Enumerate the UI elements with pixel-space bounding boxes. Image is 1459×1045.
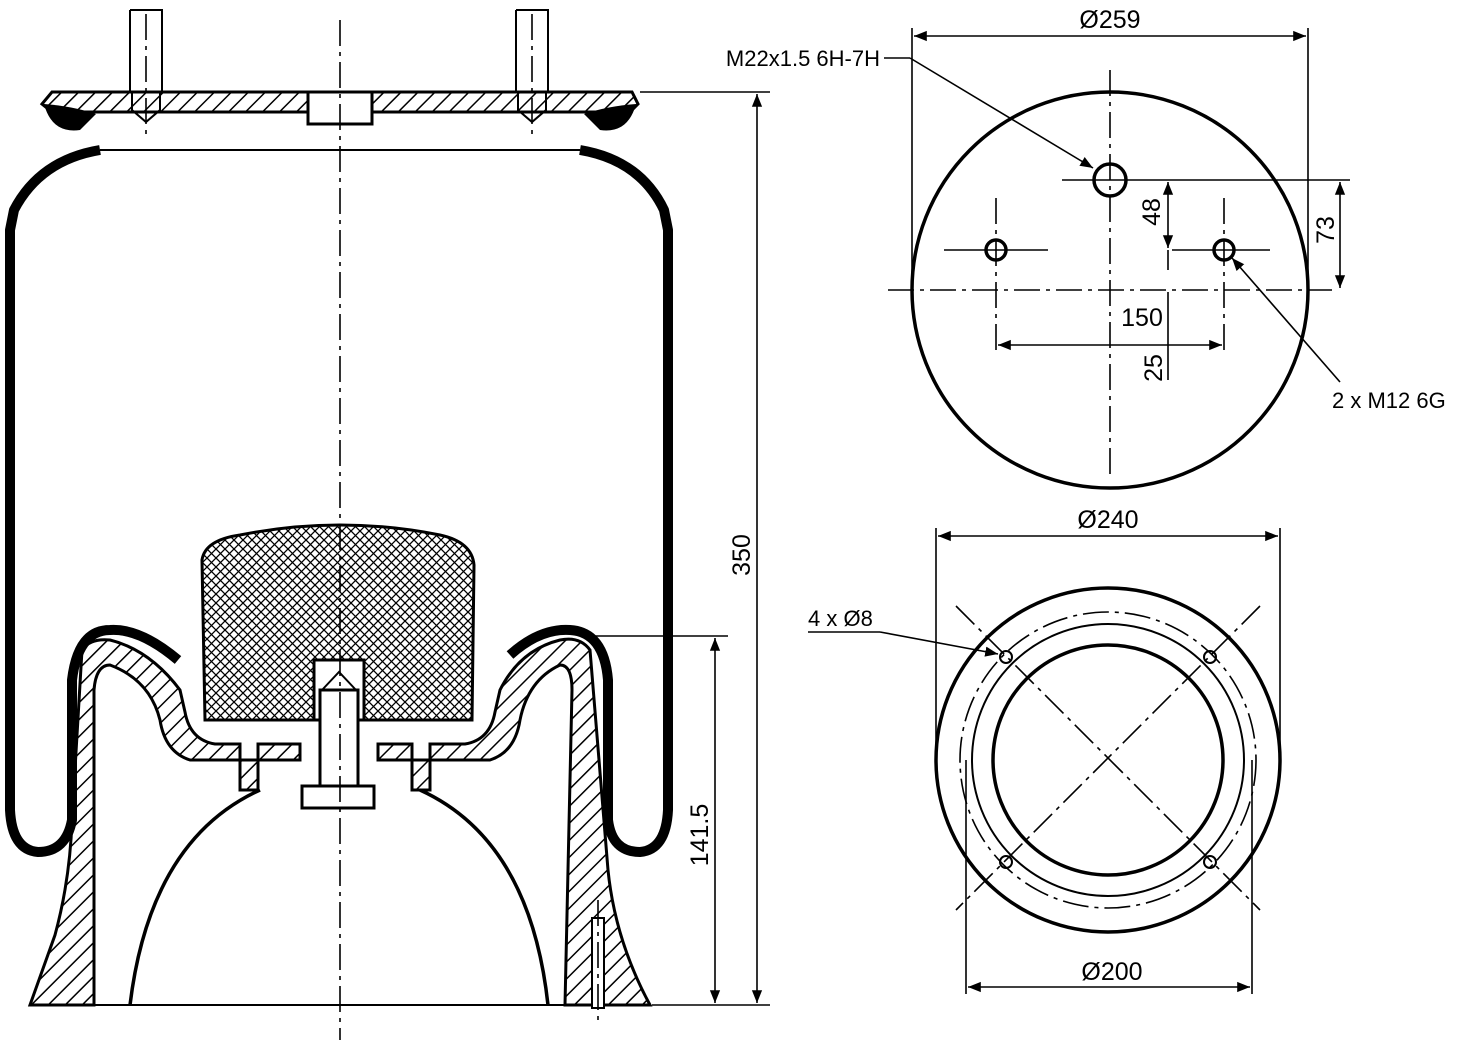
dim-piston-height-label: 141.5 [686,804,714,867]
dim-offset-25: 25 [1140,292,1169,382]
bottom-view: Ø240 Ø200 4 x Ø8 [808,506,1282,994]
dim-height-total-label: 350 [728,534,756,576]
base-mid-circle [971,623,1245,897]
side-section-view: 350 141.5 [5,9,770,1040]
callout-stud-thread: 2 x M12 6G [1231,257,1446,413]
bellow-wall [5,145,182,857]
callout-mount-holes: 4 x Ø8 [808,606,999,657]
bead-left [44,104,96,131]
dim-inner-diameter-label: Ø200 [1081,958,1142,986]
piston-section-left [27,638,302,1007]
dim-top-diameter-label: Ø259 [1079,6,1140,34]
dim-piston-height: 141.5 [595,635,728,1003]
dim-spacing-150: 150 [998,304,1222,351]
mount-hole-4 [1203,855,1217,869]
dim-outer-diameter-label: Ø240 [1077,506,1138,534]
dim-offset-73: 73 [1312,182,1346,288]
bellow-wall-right [506,145,673,857]
mount-hole-2 [1203,650,1217,664]
top-view: Ø259 M22x1.5 6H-7H 48 73 150 25 [726,6,1446,490]
base-inner-circle [991,643,1225,877]
dim-offset-48-label: 48 [1138,198,1166,226]
callout-center-thread: M22x1.5 6H-7H [726,46,1094,169]
dim-outer-diameter: Ø240 [935,506,1281,760]
dim-offset-25-label: 25 [1140,354,1168,382]
center-bolt [300,658,376,810]
mount-hole-3 [999,855,1013,869]
dim-inner-diameter: Ø200 [965,760,1253,994]
dim-offset-48: 48 [1138,182,1174,270]
callout-stud-thread-label: 2 x M12 6G [1332,388,1446,413]
base-outer-circle [934,586,1282,934]
bead-right [584,104,636,131]
callout-mount-holes-label: 4 x Ø8 [808,606,873,631]
mount-hole-1 [999,650,1013,664]
dim-spacing-150-label: 150 [1121,304,1163,332]
bolt-circle [959,611,1257,909]
diag-centerline-2 [955,605,1261,911]
dim-height-total: 350 [640,91,770,1006]
bump-stop [200,523,476,722]
dim-offset-73-label: 73 [1312,216,1340,244]
callout-center-thread-label: M22x1.5 6H-7H [726,46,880,71]
dim-top-diameter: Ø259 [911,6,1309,290]
piston-inner-dome [128,788,550,1006]
